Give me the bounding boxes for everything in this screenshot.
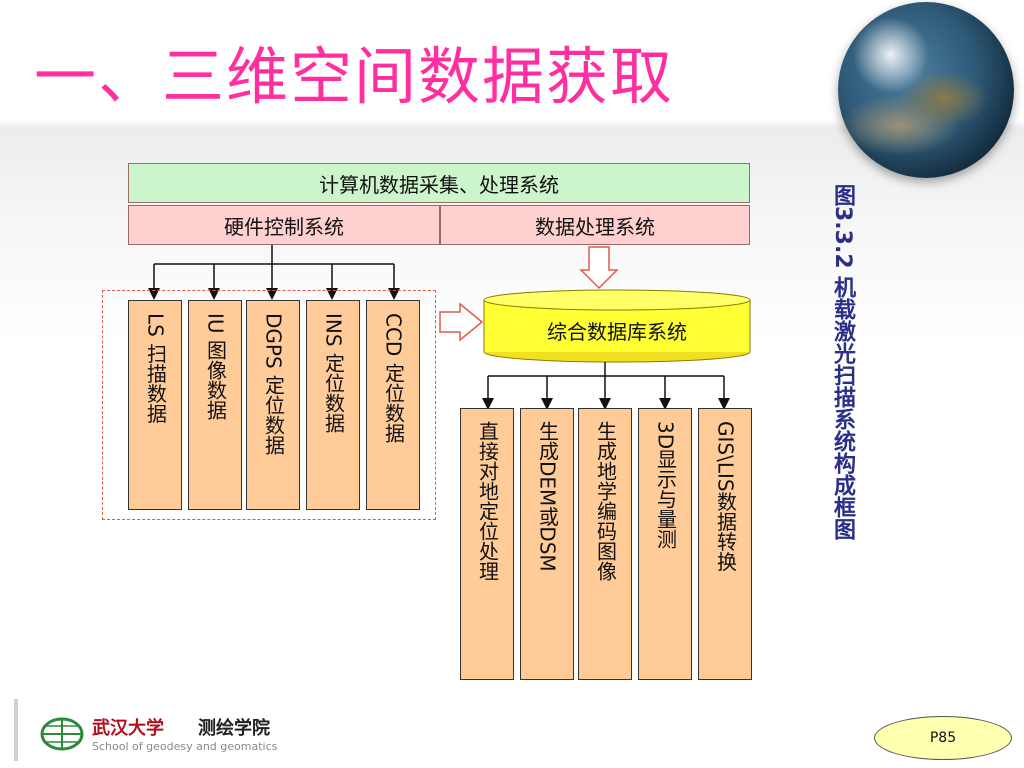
output-label: 生成地学编码图像 xyxy=(593,421,618,581)
sensor-box-ccd: CCD 定位数据 xyxy=(366,300,420,510)
globe-image xyxy=(838,2,1014,178)
footer-divider xyxy=(14,699,18,761)
output-box-geocoded-image: 生成地学编码图像 xyxy=(578,408,632,680)
output-box-direct-positioning: 直接对地定位处理 xyxy=(460,408,514,680)
output-label: 生成DEM或DSM xyxy=(535,421,560,572)
sensor-label: IU 图像数据 xyxy=(203,313,228,420)
data-processing-bar: 数据处理系统 xyxy=(440,205,750,245)
sensor-label: CCD 定位数据 xyxy=(381,313,406,443)
hardware-control-bar: 硬件控制系统 xyxy=(128,205,440,245)
output-label: 3D显示与量测 xyxy=(653,421,678,550)
hollow-arrow-right xyxy=(439,302,484,342)
output-box-3d-display: 3D显示与量测 xyxy=(638,408,692,680)
sensor-box-ls: LS 扫描数据 xyxy=(128,300,182,510)
school-english-name: School of geodesy and geomatics xyxy=(92,740,278,753)
sensor-label: LS 扫描数据 xyxy=(143,313,168,424)
output-label: 直接对地定位处理 xyxy=(475,421,500,581)
hollow-arrow-down xyxy=(579,246,619,290)
output-label: GIS\LIS数据转换 xyxy=(713,421,738,572)
sensor-label: INS 定位数据 xyxy=(321,313,346,433)
database-label: 综合数据库系统 xyxy=(547,320,687,344)
university-name: 武汉大学 xyxy=(92,718,164,739)
slide-title: 一、三维空间数据获取 xyxy=(34,40,675,113)
figure-caption: 图3.3.2 机载激光扫描系统构成框图 xyxy=(830,184,855,541)
page-number: P85 xyxy=(929,730,957,746)
sensor-box-ins: INS 定位数据 xyxy=(306,300,360,510)
sensor-box-dgps: DGPS 定位数据 xyxy=(246,300,300,510)
school-logo-icon xyxy=(40,717,84,751)
output-box-dem-dsm: 生成DEM或DSM xyxy=(520,408,574,680)
school-name: 测绘学院 xyxy=(198,718,270,739)
top-system-bar: 计算机数据采集、处理系统 xyxy=(128,163,750,203)
output-box-gis-lis: GIS\LIS数据转换 xyxy=(698,408,752,680)
sensor-box-iu: IU 图像数据 xyxy=(188,300,242,510)
page-number-badge: P85 xyxy=(874,716,1012,760)
sensor-group-box xyxy=(102,290,436,520)
sensor-label: DGPS 定位数据 xyxy=(261,313,286,456)
